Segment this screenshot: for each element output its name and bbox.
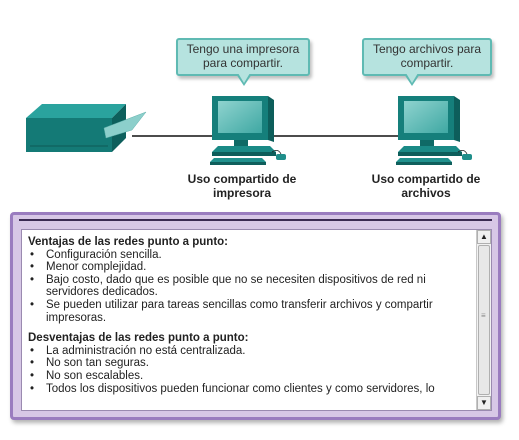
disadvantages-heading: Desventajas de las redes punto a punto: [28,332,249,345]
list-item: Menor complejidad. [28,261,476,274]
panel-divider [19,219,492,221]
callout-files: Tengo archivos para compartir. [362,38,492,86]
info-panel: Ventajas de las redes punto a punto: Con… [10,212,501,420]
computer-icon-file-share [396,96,472,165]
list-item: Configuración sencilla. [28,249,476,262]
disadvantages-list: La administración no está centralizada. … [28,345,476,395]
callout-printer-text: Tengo una impresora para compartir. [186,42,300,70]
callout-printer: Tengo una impresora para compartir. [176,38,310,86]
scrollbar-thumb[interactable]: ≡ [478,245,490,395]
advantages-heading: Ventajas de las redes punto a punto: [28,236,229,248]
text-content: Ventajas de las redes punto a punto: Con… [28,236,476,403]
list-item: Bajo costo, dado que es posible que no s… [28,274,476,299]
pc-label-files: Uso compartido de archivos [371,172,481,200]
list-item: La administración no está centralizada. [28,345,476,358]
computer-icon-printer-share [210,96,286,165]
list-item: No son tan seguras. [28,357,476,370]
arrow-down-icon[interactable]: ▼ [477,396,491,410]
grip-icon: ≡ [481,311,486,320]
list-item: No son escalables. [28,370,476,383]
arrow-up-icon[interactable]: ▲ [477,230,491,244]
network-diagram: Tengo una impresora para compartir. Teng… [0,0,519,210]
printer-icon [26,104,147,152]
callout-files-text: Tengo archivos para compartir. [372,42,482,70]
list-item: Se pueden utilizar para tareas sencillas… [28,299,476,324]
scrollable-text-area[interactable]: Ventajas de las redes punto a punto: Con… [21,229,492,411]
vertical-scrollbar[interactable]: ▲ ≡ ▼ [476,230,491,410]
pc-label-printer: Uso compartido de impresora [187,172,297,200]
list-item: Todos los dispositivos pueden funcionar … [28,383,476,396]
diagram-graphics [26,96,472,165]
advantages-list: Configuración sencilla. Menor complejida… [28,249,476,325]
